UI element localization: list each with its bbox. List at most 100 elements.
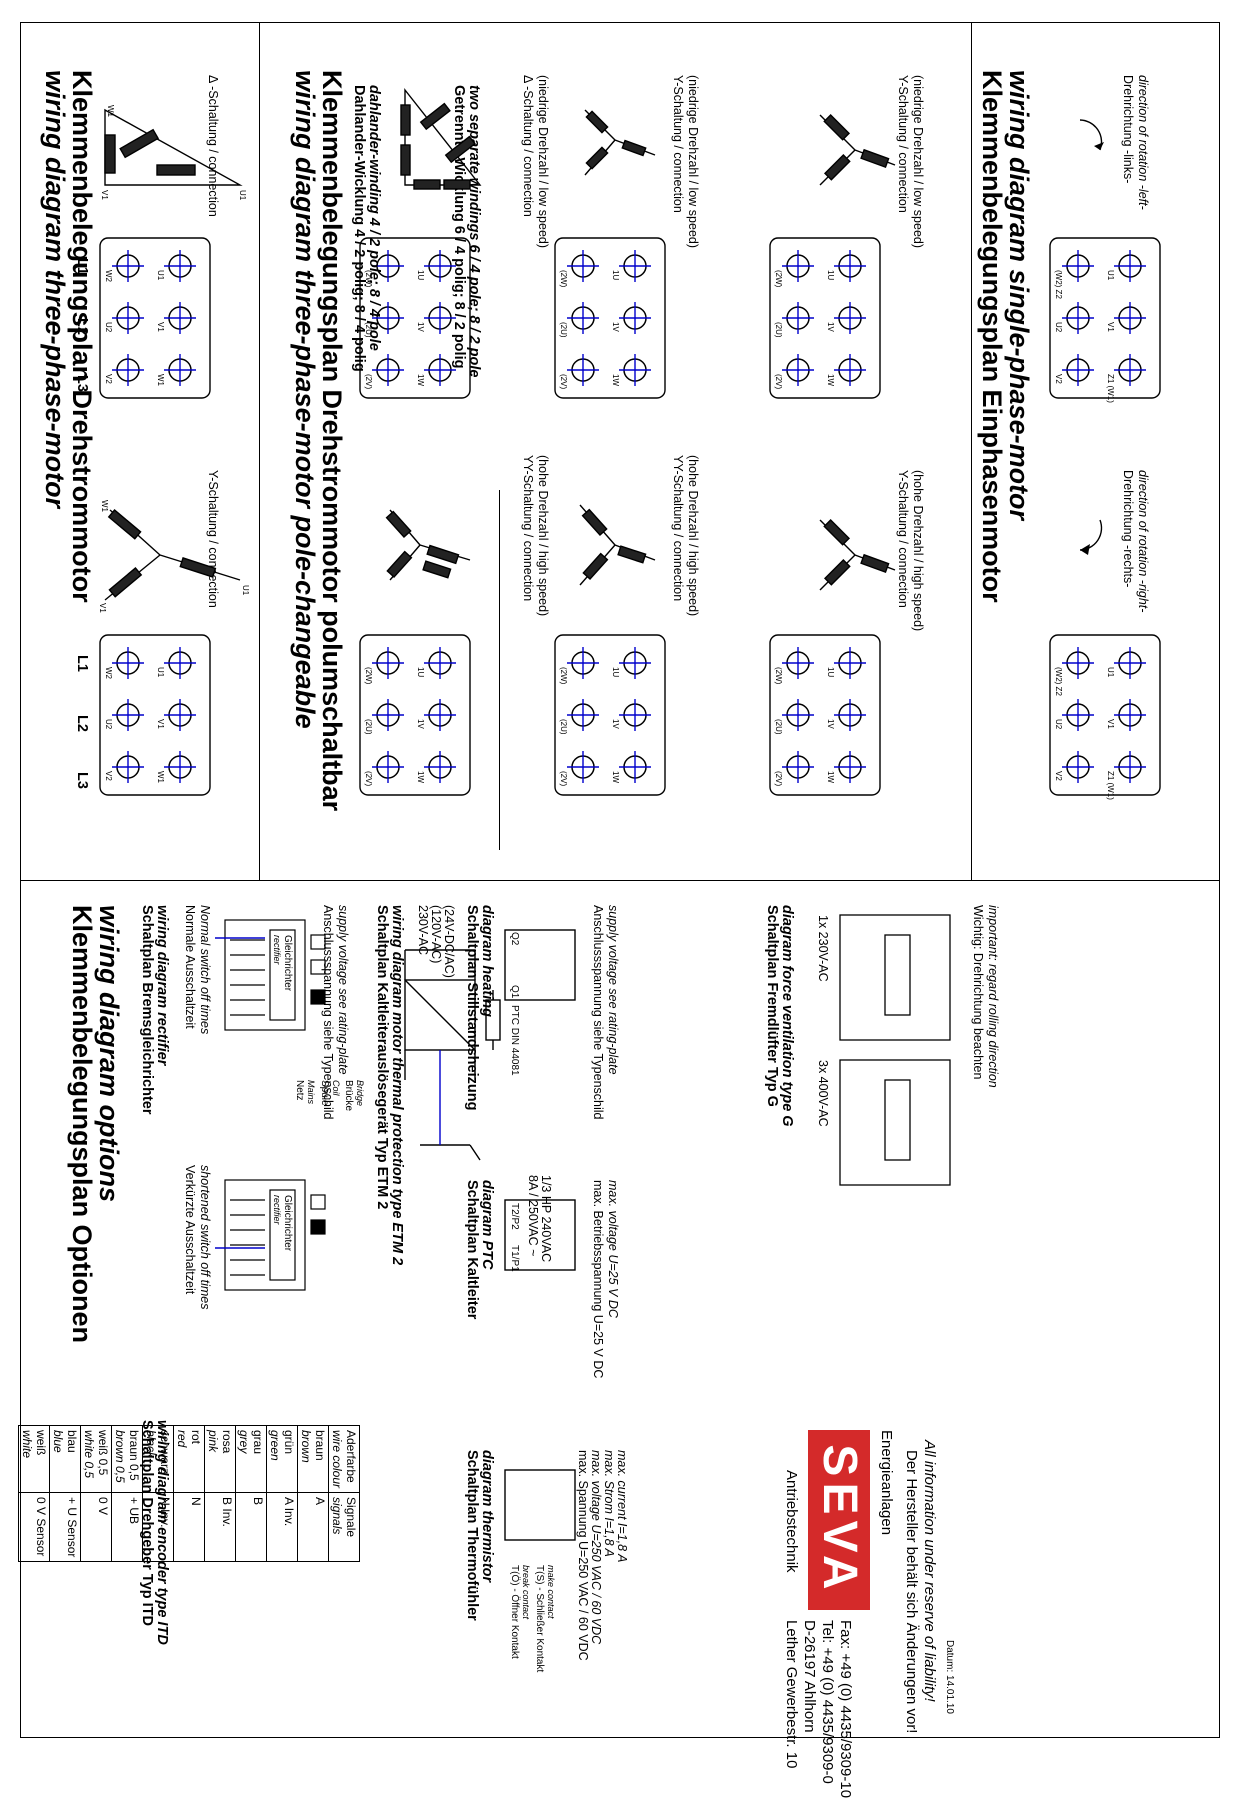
terminal-label: U2 — [1054, 322, 1063, 333]
fan-drawing — [839, 914, 951, 1186]
rectifier-short — [224, 1179, 326, 1291]
company-logo: SEVA — [808, 1430, 870, 1610]
terminal-label: 1W — [416, 374, 425, 386]
terminal-label: 1U — [416, 667, 425, 677]
terminal-label: 1U — [826, 667, 835, 677]
company-fax: Fax: +49 (0) 4435/9309-10 — [837, 1620, 854, 1798]
terminal-label: (W2) Z2 — [1054, 270, 1063, 299]
terminal-box-svg: U1W2V1U2W1V2U1W2V1U2W1V21U(2W)1V(2U)1W(2… — [99, 237, 1161, 800]
terminal-label: (2W) — [774, 270, 783, 288]
dahlander-delta-symbol — [400, 87, 482, 190]
three-phase-drawings: W1 U1 V1 U1 W1 V1 — [98, 105, 250, 613]
yy-symbol — [385, 509, 471, 581]
terminal-label: U1 — [1106, 270, 1115, 281]
company-tag-top: Antriebstechnik — [783, 1470, 800, 1573]
terminal-label: V2 — [1054, 771, 1063, 781]
delta-symbol — [104, 108, 243, 186]
tb-single-right: U1 (W2) Z2 V1 U2 Z1 (W1) V2 — [1049, 634, 1161, 800]
terminal-label: (2U) — [559, 719, 568, 735]
terminal-label: V1 — [1106, 719, 1115, 729]
tb-separate-high: 1U(2W)1V(2U)1W(2V) — [769, 634, 881, 796]
terminal-label: (2W) — [559, 667, 568, 685]
etm-drawing — [404, 949, 501, 1161]
terminal-label: 1V — [826, 322, 835, 332]
small-terminal-blocks — [504, 929, 576, 1541]
terminal-label: 1U — [611, 270, 620, 280]
tb-dahlander-low: 1U (2W) 1V (2U) 1W (2V) — [359, 237, 471, 399]
terminal-label: V1 — [156, 322, 165, 332]
terminal-label: W1 — [156, 374, 165, 387]
tb-dahlander-high: 1U (2W) 1V (2U) 1W (2V) — [359, 634, 471, 796]
svg-text:U1: U1 — [238, 190, 247, 201]
terminal-label: (W2) Z2 — [1054, 667, 1063, 696]
terminal-label: 1U — [611, 667, 620, 677]
terminal-label: Z1 (W1) — [1106, 374, 1115, 403]
terminal-label: 1V — [416, 322, 425, 332]
company-tag-bottom: Energieanlagen — [878, 1430, 895, 1536]
terminal-label: U1 — [156, 667, 165, 678]
terminal-label: 1W — [826, 771, 835, 783]
company-address-1: Lether Gewerbestr. 10 — [783, 1620, 800, 1769]
terminal-label: 1V — [416, 719, 425, 729]
terminal-label: (2U) — [774, 719, 783, 735]
company-address-2: D-26197 Ahlhorn — [801, 1620, 818, 1733]
terminal-label: U2 — [104, 719, 113, 730]
terminal-label: U1 — [1106, 667, 1115, 678]
terminal-label: W2 — [104, 667, 113, 680]
logo-text: SEVA — [813, 1444, 866, 1596]
terminal-label: (2V) — [774, 771, 783, 786]
terminal-label: (2V) — [364, 771, 373, 786]
terminal-label: W1 — [156, 771, 165, 784]
terminal-label: 1V — [826, 719, 835, 729]
terminal-label: (2U) — [559, 322, 568, 338]
terminal-label: (2W) — [364, 667, 373, 685]
terminal-label: W2 — [104, 270, 113, 283]
rotated-sheet: Klemmenbelegungsplan Drehstrommotor wiri… — [18, 22, 1220, 1798]
terminal-label: 1W — [611, 771, 620, 783]
terminal-label: 1W — [611, 374, 620, 386]
disclaimer-de: Der Hersteller behält sich Änderungen vo… — [903, 1450, 920, 1734]
tb-single-left: U1 (W2) Z2 V1 U2 Z1 (W1) V2 — [1049, 237, 1161, 403]
terminal-label: (2W) — [364, 270, 373, 288]
terminal-label: 1W — [416, 771, 425, 783]
separate-low-wye-symbol — [819, 113, 896, 186]
terminal-label: (2U) — [774, 322, 783, 338]
terminal-label: 1V — [611, 719, 620, 729]
terminal-label: Z1 (W1) — [1106, 771, 1115, 800]
terminal-label: 1W — [826, 374, 835, 386]
terminal-label: 1U — [826, 270, 835, 280]
svg-text:V1: V1 — [100, 190, 109, 200]
terminal-label: (2V) — [559, 374, 568, 389]
rectifier-normal — [224, 919, 326, 1031]
rectifier-drawings — [215, 919, 326, 1291]
tb-dahl-wye-low: 1U (2W) 1V (2U) 1W (2V) — [554, 237, 666, 399]
terminal-label: U2 — [104, 322, 113, 333]
yy-symbol-2 — [579, 504, 656, 586]
tb-dahl-yy-high: 1U (2W) 1V (2U) 1W (2V) — [554, 634, 666, 796]
terminal-label: U1 — [156, 270, 165, 281]
terminal-label: V1 — [156, 719, 165, 729]
dahlander-wye-symbol — [584, 109, 656, 176]
terminal-label: (2U) — [364, 322, 373, 338]
pole-drawings — [385, 87, 896, 591]
rotation-arrows — [1079, 119, 1104, 555]
terminal-label: (2V) — [774, 374, 783, 389]
company-tel: Tel: +49 (0) 4435/9309-0 — [819, 1620, 836, 1784]
terminal-label: (2V) — [364, 374, 373, 389]
date: Datum: 14.01.10 — [944, 1640, 955, 1714]
terminal-label: V2 — [1054, 374, 1063, 384]
terminal-label: V1 — [1106, 322, 1115, 332]
disclaimer-en: All information under reserve of liabili… — [921, 1440, 938, 1702]
page: Klemmenbelegungsplan Drehstrommotor wiri… — [18, 22, 1220, 1798]
terminal-label: 1U — [416, 270, 425, 280]
terminal-label: 1V — [611, 322, 620, 332]
terminal-label: U2 — [1054, 719, 1063, 730]
svg-text:U1: U1 — [241, 585, 250, 596]
svg-text:W1: W1 — [106, 105, 115, 118]
terminal-label: (2V) — [559, 771, 568, 786]
tb-separate-low: 1U (2W) 1V (2U) 1W (2V) — [769, 237, 881, 399]
terminal-label: (2W) — [559, 270, 568, 288]
terminal-label: (2U) — [364, 719, 373, 735]
svg-text:V1: V1 — [98, 603, 107, 613]
